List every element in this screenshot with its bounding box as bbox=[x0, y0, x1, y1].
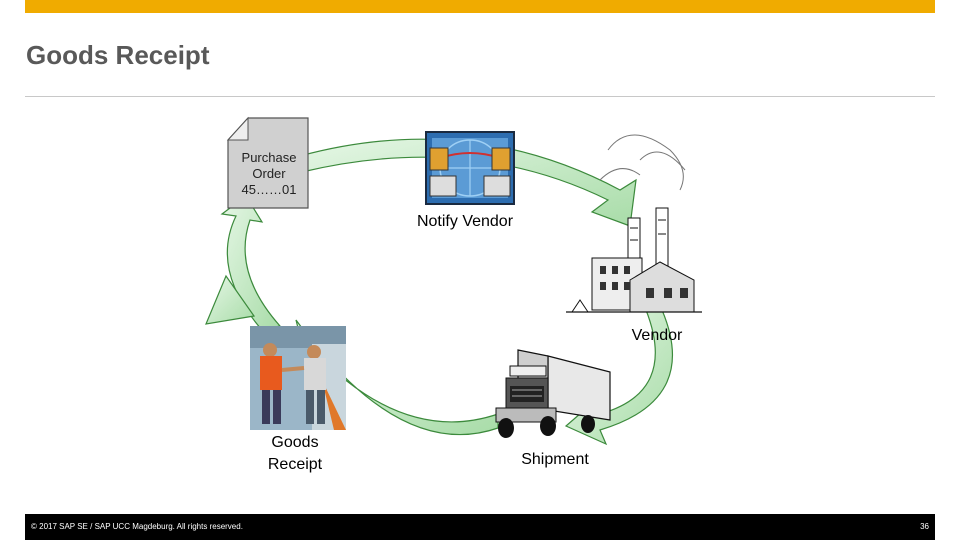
purchase-order-number: 45……01 bbox=[241, 182, 297, 197]
cycle-arrow-left bbox=[220, 195, 282, 331]
cycle-arrowhead-left bbox=[205, 274, 256, 325]
factory-icon bbox=[566, 134, 702, 313]
goods-receipt-line2: Receipt bbox=[267, 456, 323, 473]
purchase-order-label: Purchase Order 45……01 bbox=[226, 150, 312, 198]
top-accent-bar bbox=[25, 0, 935, 13]
title-divider bbox=[25, 96, 935, 97]
warehouse-workers-image bbox=[250, 326, 346, 430]
purchase-order-line2: Order bbox=[252, 166, 286, 181]
page-title: Goods Receipt bbox=[26, 40, 210, 70]
network-computers-icon bbox=[425, 131, 515, 205]
copyright-text: © 2017 SAP SE / SAP UCC Magdeburg. All r… bbox=[31, 522, 243, 531]
goods-receipt-line1: Goods bbox=[271, 434, 319, 451]
footer-bar: © 2017 SAP SE / SAP UCC Magdeburg. All r… bbox=[25, 514, 935, 540]
page-number: 36 bbox=[920, 522, 929, 531]
purchase-order-document-icon bbox=[226, 116, 309, 209]
purchase-order-line1: Purchase bbox=[241, 150, 297, 165]
shipment-label: Shipment bbox=[521, 451, 589, 468]
vendor-label: Vendor bbox=[631, 327, 683, 344]
truck-icon bbox=[495, 349, 611, 438]
notify-vendor-label: Notify Vendor bbox=[416, 213, 514, 230]
goods-receipt-label: Goods Receipt bbox=[250, 432, 340, 476]
